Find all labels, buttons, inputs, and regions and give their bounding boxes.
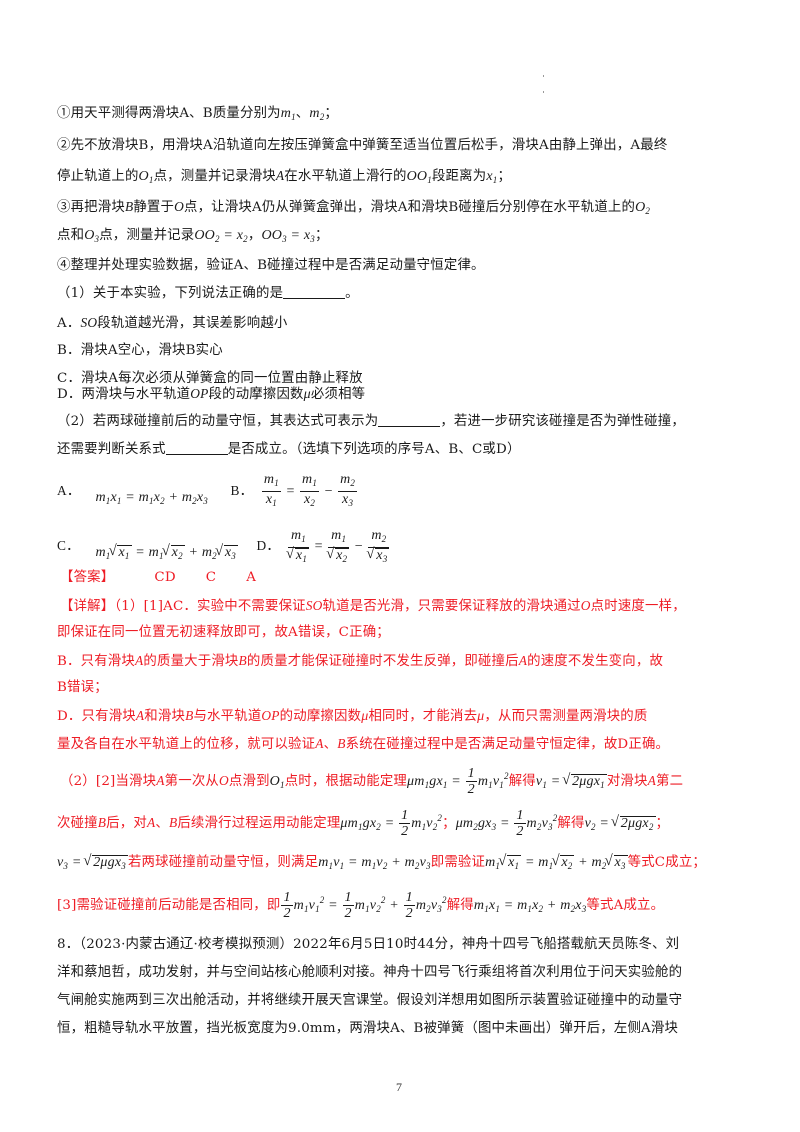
question-8-line-4: 恒，粗糙导轨水平放置，挡光板宽度为9.0mm，两滑块A、B被弹簧（图中未画出）弹… — [57, 1021, 679, 1036]
step-2-line-1: ②先不放滑块B，用滑块A沿轨道向左按压弹簧盒中弹簧至适当位置后松手，滑块A由静上… — [57, 138, 668, 153]
question-8-line-3: 气闸舱实施两到三次出舱活动，并将继续开展天宫课堂。假设刘洋想用如图所示装置验证碰… — [57, 993, 683, 1008]
answer-tag: 【答案】 — [60, 570, 115, 585]
question-1-stem: （1）关于本实验，下列说法正确的是。 — [57, 284, 359, 301]
question-8-line-2: 洋和蔡旭哲，成功发射，并与空间站核心舱顺利对接。神舟十四号飞行乘组将首次利用位于… — [57, 965, 683, 980]
question-2-line-2: 还需要判断关系式是否成立。（选填下列选项的序号A、B、C或D） — [57, 440, 521, 457]
explain-p1-line-2: 即保证在同一位置无初速释放即可，故A错误，C正确； — [57, 625, 390, 640]
explain-b-line-1: B．只有滑块A的质量大于滑块B的质量才能保证碰撞时不发生反弹，即碰撞后A的速度不… — [57, 653, 664, 669]
explain-p1-line-1: 【详解】（1）[1]AC．实验中不需要保证SO轨道是否光滑，只需要保证释放的滑块… — [60, 598, 686, 614]
q1-option-d-text: D．两滑块与水平轨道OP段的动摩擦因数μ必须相等 — [57, 386, 366, 402]
q1-option-a: A．SO段轨道越光滑，其误差影响越小 — [57, 315, 288, 331]
explain-d-line-2: 量及各自在水平轨道上的位移，就可以验证A、B系统在碰撞过程中是否满足动量守恒定律… — [57, 736, 670, 752]
answer-blank — [283, 284, 346, 299]
question-2-line-1: （2）若两球碰撞前后的动量守恒，其表达式可表示为，若进一步研究该碰撞是否为弹性碰… — [57, 412, 685, 429]
mark-dot — [543, 75, 544, 77]
explain-b-line-2: B错误； — [57, 680, 108, 695]
q2-options-cd: C． m1x1 = m1x2 + m2x3 D． m1x1 = m1x2 − m… — [57, 528, 760, 566]
mark-dot — [543, 91, 544, 93]
question-8-line-1: 8．（2023·内蒙古通辽·校考模拟预测）2022年6月5日10时44分，神舟十… — [57, 937, 680, 952]
page-number: 7 — [396, 1080, 402, 1094]
step-3-line-1: ③再把滑块B静置于O点，让滑块A仍从弹簧盒弹出，滑块A和滑块B碰撞后分别停在水平… — [57, 199, 651, 216]
step-4: ④整理并处理实验数据，验证A、B碰撞过程中是否满足动量守恒定律。 — [57, 258, 485, 273]
step-1: ①用天平测得两滑块A、B质量分别为m1、m2； — [57, 106, 338, 122]
q1-option-b: B．滑块A空心，滑块B实心 — [57, 343, 223, 358]
answer-blank — [378, 412, 441, 427]
step-2-line-2: 停止轨道上的O1点，测量并记录滑块A在水平轨道上滑行的OO1段距离为x1； — [57, 168, 512, 185]
q1-option-c: C．滑块A每次必须从弹簧盒的同一位置由静止释放 — [57, 371, 363, 386]
explain-d-line-1: D．只有滑块A和滑块B与水平轨道OP的动摩擦因数μ相同时，才能消去μ，从而只需测… — [57, 708, 648, 724]
answer-blank — [165, 440, 228, 455]
step-3-line-2: 点和O3点，测量并记录OO2 = x2，OO3 = x3； — [57, 228, 329, 244]
